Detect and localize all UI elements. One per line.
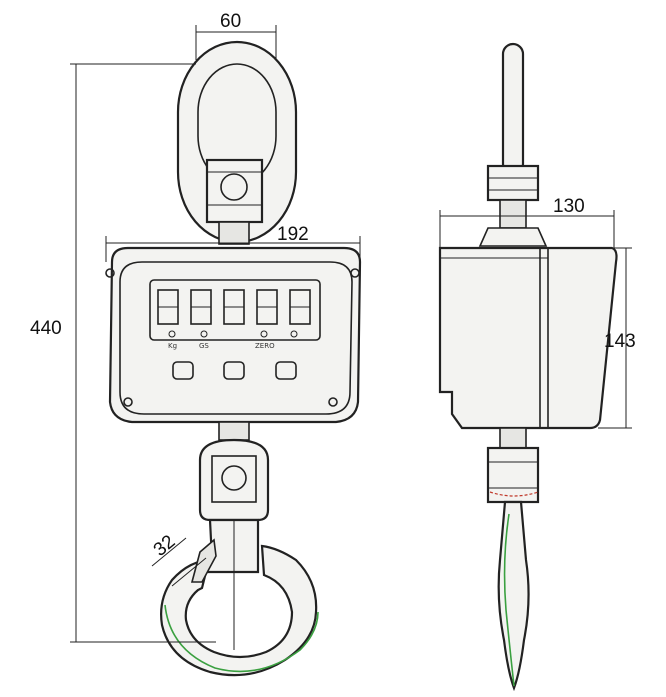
dim-eye-width-label: 60 — [220, 11, 241, 32]
top-shackle — [176, 40, 298, 245]
indicator-led — [260, 330, 268, 338]
indicator-label: GS — [199, 342, 209, 350]
indicator-label: Kg — [168, 342, 177, 350]
indicator-row: Kg GS ZERO — [168, 330, 298, 350]
dim-side-depth-label: 130 — [553, 196, 585, 217]
dim-body-width: 192 — [105, 224, 361, 262]
bottom-hook — [160, 421, 318, 677]
dim-eye-width: 60 — [195, 11, 277, 60]
display-window — [149, 279, 321, 341]
digit-row — [157, 289, 311, 325]
dim-hook-opening-label: 32 — [150, 531, 180, 561]
indicator-label: ZERO — [255, 342, 275, 350]
dim-side-height-label: 143 — [604, 331, 636, 352]
dim-side-height: 143 — [598, 247, 636, 429]
dim-overall-height: 440 — [30, 63, 216, 643]
dim-overall-height-label: 440 — [30, 318, 62, 339]
scale-housing: Kg GS ZERO — [105, 246, 362, 424]
keypad-button-2 — [223, 361, 245, 380]
keypad-button-1 — [172, 361, 194, 380]
dim-body-width-label: 192 — [277, 224, 309, 245]
keypad — [172, 361, 297, 380]
indicator-led — [168, 330, 176, 338]
side-view: 130 143 — [438, 42, 636, 692]
keypad-button-3 — [275, 361, 297, 380]
indicator-led — [290, 330, 298, 338]
hook-guide-arc — [164, 604, 319, 673]
indicator-led — [200, 330, 208, 338]
dim-side-depth: 130 — [439, 196, 615, 248]
front-view: Kg GS ZERO — [30, 11, 362, 677]
side-housing — [438, 246, 618, 430]
